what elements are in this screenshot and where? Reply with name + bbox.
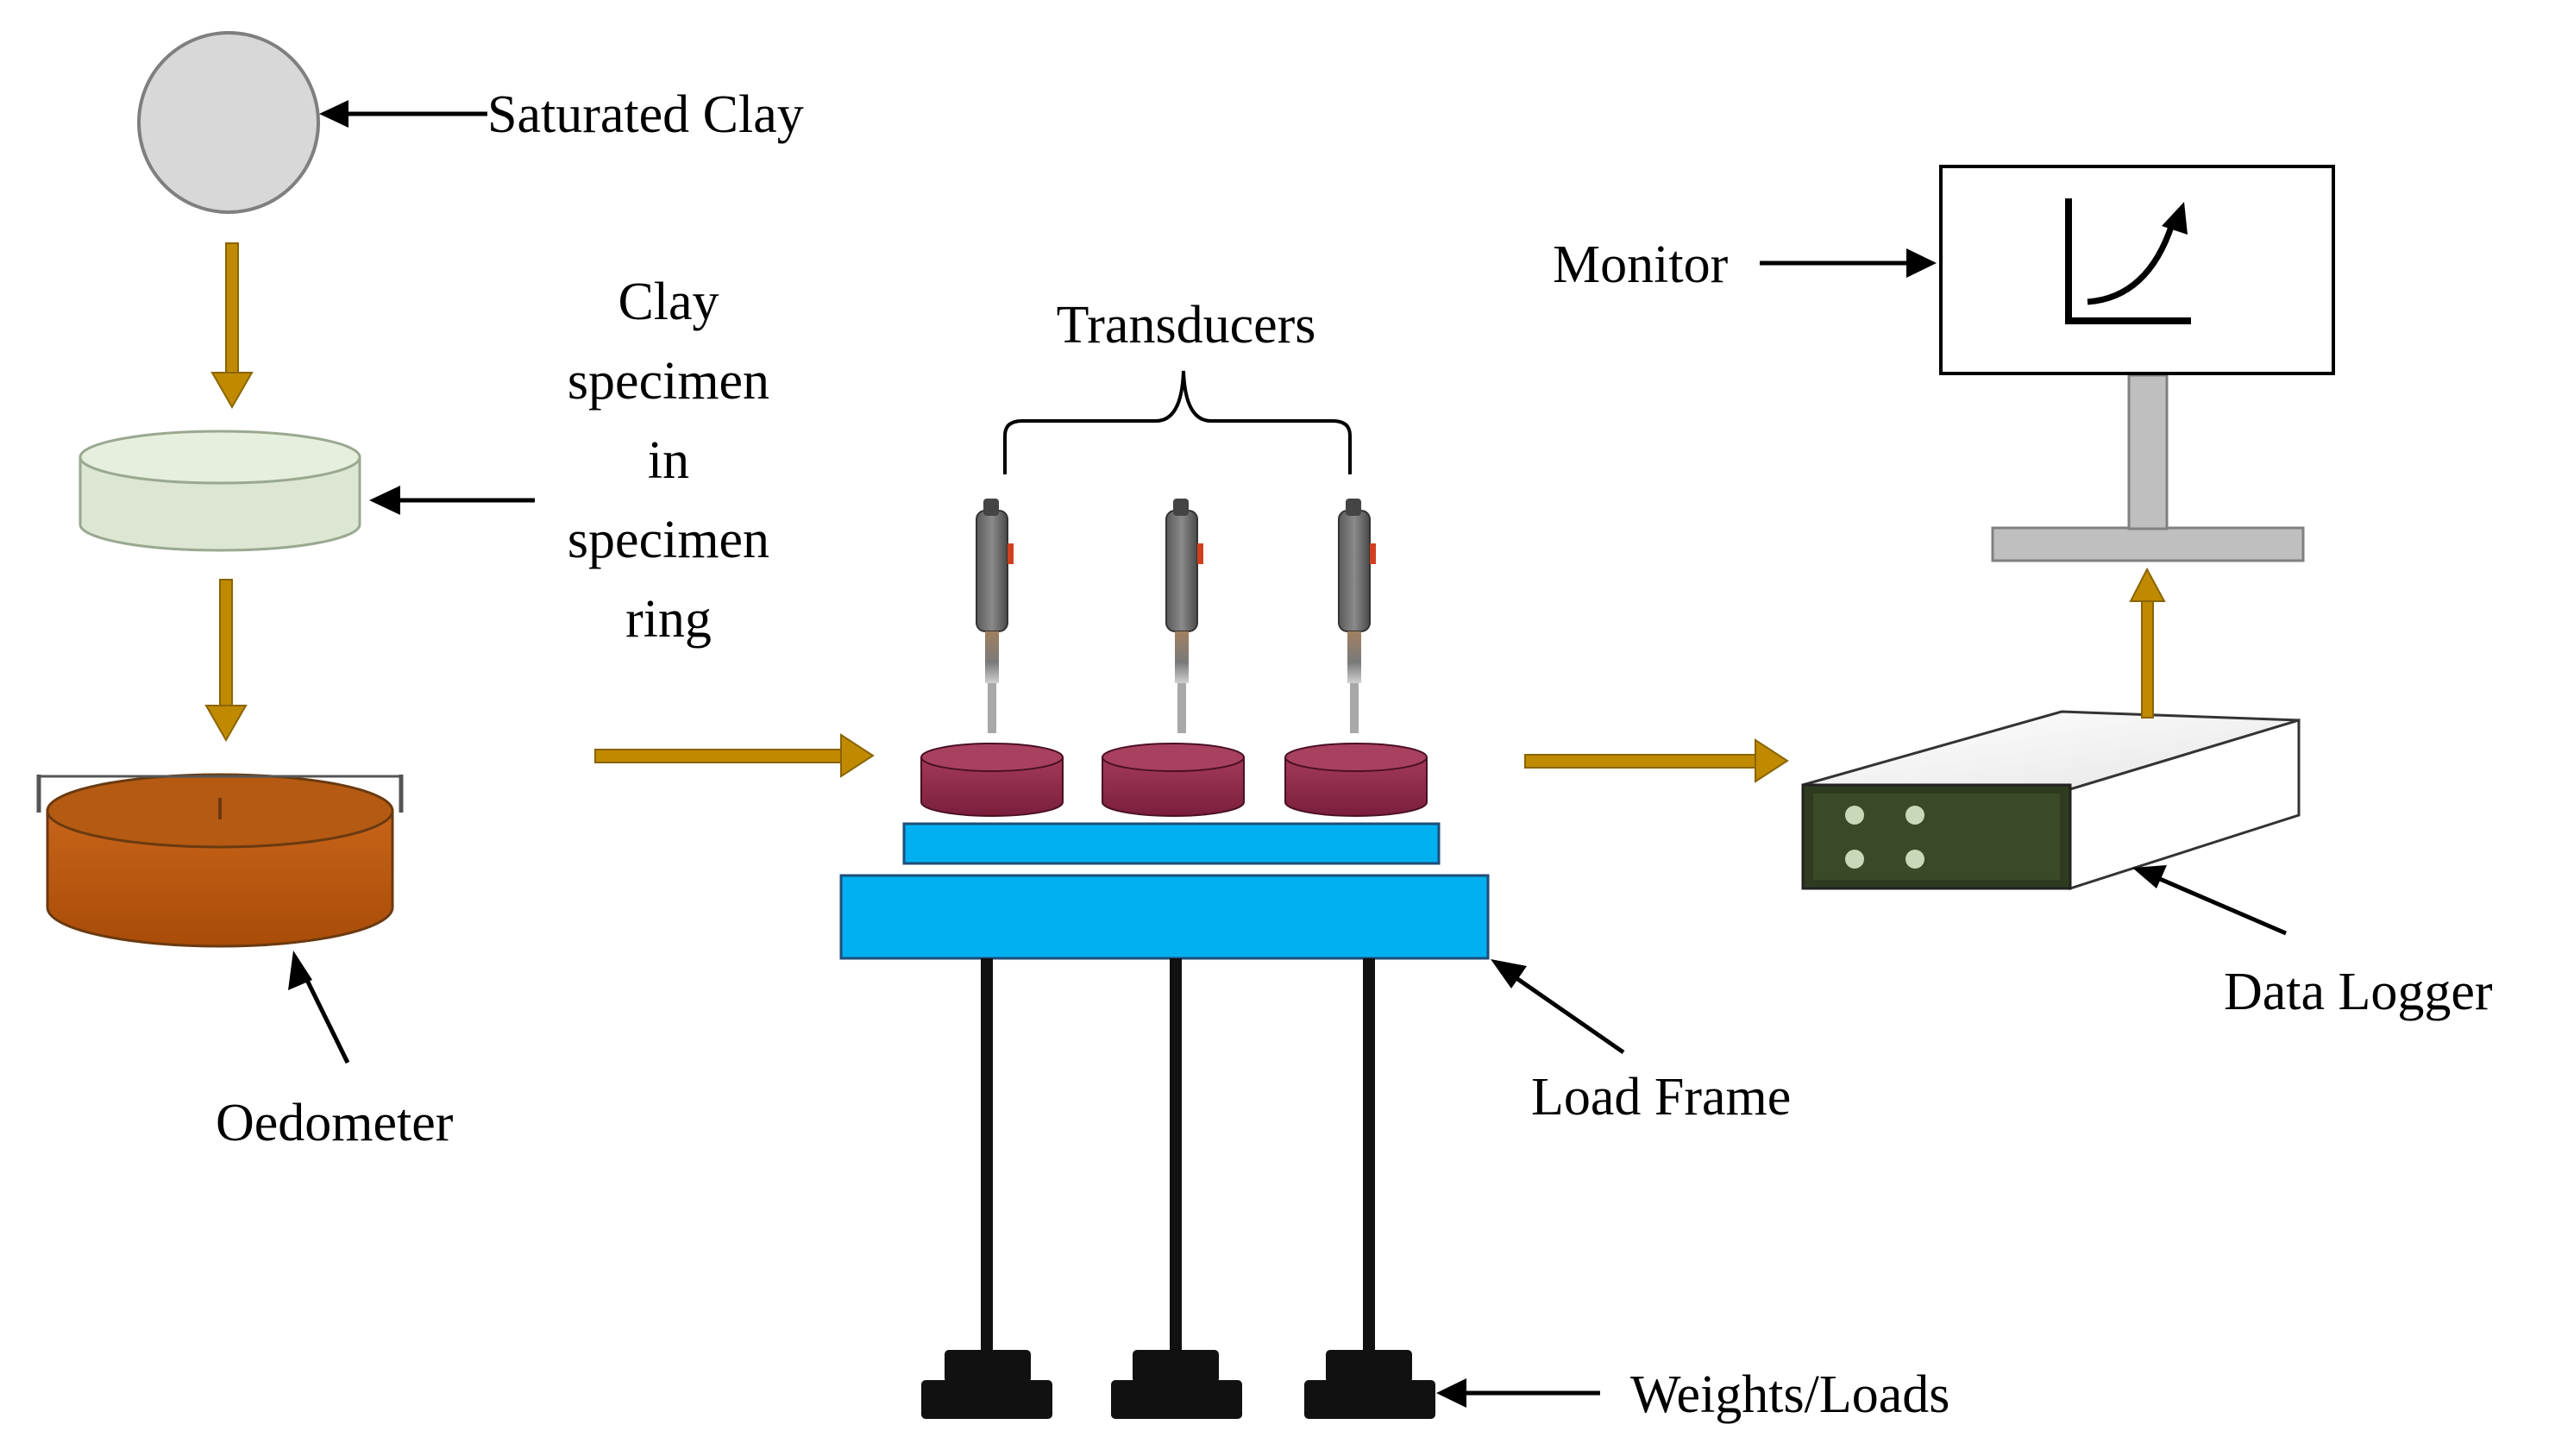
saturated-clay-pointer-arrow xyxy=(319,100,487,128)
weight-1 xyxy=(921,1350,1052,1419)
sample-disc-1 xyxy=(920,743,1064,817)
saturated-clay-label: Saturated Clay xyxy=(487,85,804,144)
transducer-3 xyxy=(1338,499,1376,733)
clay-specimen-label-line-1: Clay xyxy=(618,273,719,331)
clay-specimen-label: Clay specimen in specimen ring xyxy=(568,273,769,649)
hanger-rods xyxy=(981,958,1375,1351)
flow-arrow-ring-to-oedometer xyxy=(204,579,248,743)
oedometer-label: Oedometer xyxy=(216,1094,454,1152)
flow-arrow-to-monitor xyxy=(2129,567,2166,719)
transducers-label: Transducers xyxy=(1057,296,1316,355)
sample-disc-3 xyxy=(1284,743,1428,817)
weights-pointer-arrow xyxy=(1436,1378,1600,1408)
transducers-bracket xyxy=(1003,370,1352,474)
oedometer xyxy=(36,773,404,948)
clay-specimen-label-line-3: in xyxy=(648,431,689,490)
flow-arrow-to-load-frame xyxy=(594,733,875,778)
weight-3 xyxy=(1304,1350,1435,1419)
data-logger xyxy=(1801,710,2301,891)
clay-specimen-label-line-5: ring xyxy=(625,590,712,649)
specimen-ring-pointer-arrow xyxy=(369,486,535,515)
clay-specimen-label-line-2: specimen xyxy=(568,352,769,411)
flow-arrow-to-data-logger xyxy=(1524,738,1789,783)
specimen-ring xyxy=(78,430,361,552)
data-logger-label: Data Logger xyxy=(2224,963,2493,1021)
load-frame xyxy=(839,822,1490,960)
saturated-clay-ball xyxy=(137,31,320,214)
transducer-1 xyxy=(976,499,1014,733)
flow-arrow-clay-to-ring xyxy=(210,242,254,410)
data-logger-pointer-arrow xyxy=(2132,865,2287,936)
rising-curve-chart-icon xyxy=(2065,198,2191,324)
weights-loads-label: Weights/Loads xyxy=(1630,1365,1949,1424)
oedometer-pointer-arrow xyxy=(288,951,350,1064)
transducer-2 xyxy=(1165,499,1203,733)
load-frame-label: Load Frame xyxy=(1531,1068,1791,1127)
monitor-pointer-arrow xyxy=(1760,248,1937,278)
clay-specimen-label-line-4: specimen xyxy=(568,511,769,569)
sample-disc-2 xyxy=(1102,743,1245,817)
load-frame-pointer-arrow xyxy=(1491,959,1625,1055)
weight-2 xyxy=(1111,1350,1242,1419)
monitor-label: Monitor xyxy=(1553,235,1729,294)
monitor xyxy=(1939,165,2335,562)
